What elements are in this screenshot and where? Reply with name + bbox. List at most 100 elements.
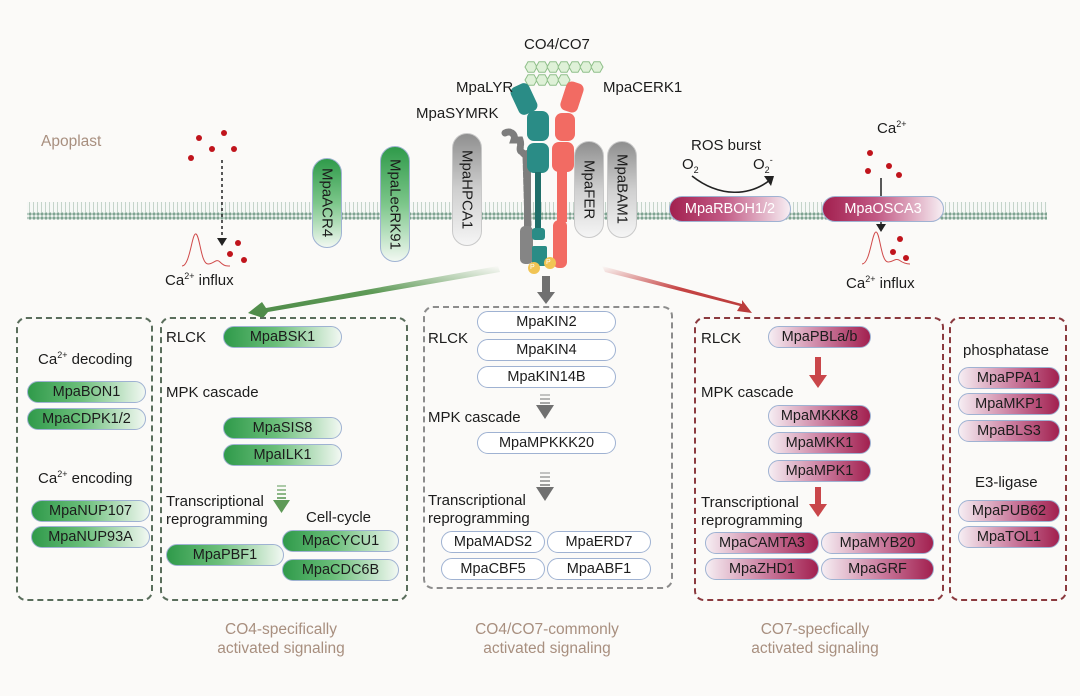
protein-cbf5[interactable]: MpaCBF5 — [441, 558, 545, 580]
protein-mads2[interactable]: MpaMADS2 — [441, 531, 545, 553]
common-tr-arrow — [536, 472, 554, 501]
protein-bsk1[interactable]: MpaBSK1 — [223, 326, 342, 348]
co4-signaling-arrow — [248, 266, 500, 318]
calcium-label-top: Ca2+ — [877, 119, 907, 137]
phosphatase-label: phosphatase — [963, 342, 1049, 359]
protein-pblab[interactable]: MpaPBLa/b — [768, 326, 871, 348]
lyr-receptor — [510, 83, 549, 266]
rboh-protein[interactable]: MpaRBOH1/2 — [669, 196, 791, 222]
common-mpk-arrow — [536, 394, 554, 419]
protein-kin4[interactable]: MpaKIN4 — [477, 339, 616, 361]
calcium-influx-label-right: Ca2+ influx — [846, 274, 915, 292]
hexagon — [568, 61, 582, 73]
calcium-panel — [16, 317, 153, 601]
lyr-label: MpaLYR — [456, 79, 514, 96]
lecrk91-protein[interactable]: MpaLecRK91 — [380, 146, 410, 262]
co4-mpk-label: MPK cascade — [166, 384, 259, 401]
protein-erd7[interactable]: MpaERD7 — [547, 531, 651, 553]
calcium-influx-arrowhead-right — [876, 224, 886, 232]
phospho-label-1: P — [530, 264, 535, 271]
protein-nup93a[interactable]: MpaNUP93A — [31, 526, 150, 548]
phosphorylation-sites — [528, 257, 556, 274]
hexagon — [524, 61, 538, 73]
bam1-protein[interactable]: MpaBAM1 — [607, 141, 637, 238]
protein-ilk1[interactable]: MpaILK1 — [223, 444, 342, 466]
common-tr-label-1: Transcriptional — [428, 492, 526, 509]
co7-panel — [694, 317, 944, 601]
co7-rlck-label: RLCK — [701, 330, 742, 347]
protein-camta3[interactable]: MpaCAMTA3 — [705, 532, 819, 554]
protein-grf[interactable]: MpaGRF — [821, 558, 934, 580]
symrk-receptor — [501, 128, 533, 264]
protein-mpk1[interactable]: MpaMPK1 — [768, 460, 871, 482]
protein-cdpk12[interactable]: MpaCDPK1/2 — [27, 408, 146, 430]
protein-kin2[interactable]: MpaKIN2 — [477, 311, 616, 333]
hexagon — [546, 61, 560, 73]
protein-mkk1[interactable]: MpaMKK1 — [768, 432, 871, 454]
protein-mkp1[interactable]: MpaMKP1 — [958, 393, 1060, 415]
osca3-label: MpaOSCA3 — [844, 201, 922, 217]
co4-cellcycle-label: Cell-cycle — [306, 509, 372, 526]
common-tr-label-2: reprogramming — [428, 510, 530, 527]
protein-pub62[interactable]: MpaPUB62 — [958, 500, 1060, 522]
ros-product: O2- — [753, 155, 773, 175]
protein-myb20[interactable]: MpaMYB20 — [821, 532, 934, 554]
hexagon — [524, 74, 538, 86]
e3-ligase-label: E3-ligase — [975, 474, 1038, 491]
rboh-label: MpaRBOH1/2 — [684, 201, 776, 217]
fer-protein[interactable]: MpaFER — [574, 141, 604, 238]
common-rlck-label: RLCK — [428, 330, 469, 347]
osca3-protein[interactable]: MpaOSCA3 — [822, 196, 944, 222]
hpca1-protein[interactable]: MpaHPCA1 — [452, 133, 482, 246]
common-panel — [423, 306, 673, 589]
protein-sis8[interactable]: MpaSIS8 — [223, 417, 342, 439]
acr4-label: MpaACR4 — [318, 168, 336, 238]
protein-mpkkk20[interactable]: MpaMPKKK20 — [477, 432, 616, 454]
protein-kin14b[interactable]: MpaKIN14B — [477, 366, 616, 388]
protein-nup107[interactable]: MpaNUP107 — [31, 500, 150, 522]
calcium-ions-right — [865, 150, 909, 261]
cerk1-label: MpaCERK1 — [603, 79, 683, 96]
co-oligosaccharide — [524, 61, 604, 86]
lecrk91-label: MpaLecRK91 — [386, 158, 404, 250]
hexagon — [579, 61, 593, 73]
ligand-label: CO4/CO7 — [524, 36, 590, 53]
co4-panel — [160, 317, 408, 601]
co7-tr-arrow — [809, 487, 827, 517]
protein-bls3[interactable]: MpaBLS3 — [958, 420, 1060, 442]
co4-tr-label-2: reprogramming — [166, 511, 268, 528]
protein-bon1[interactable]: MpaBON1 — [27, 381, 146, 403]
co7-signaling-arrow — [602, 266, 752, 313]
bam1-label: MpaBAM1 — [613, 154, 631, 225]
apoplast-label: Apoplast — [41, 133, 102, 150]
protein-pbf1[interactable]: MpaPBF1 — [166, 544, 284, 566]
co7-mpk-arrow — [809, 357, 827, 388]
protein-zhd1[interactable]: MpaZHD1 — [705, 558, 819, 580]
acr4-protein[interactable]: MpaACR4 — [312, 158, 342, 248]
ca-decoding-label: Ca2+ decoding — [38, 350, 133, 368]
protein-abf1[interactable]: MpaABF1 — [547, 558, 651, 580]
ros-burst-label: ROS burst — [691, 137, 762, 154]
hexagon — [535, 61, 549, 73]
ros-arrowhead — [764, 176, 774, 186]
protein-ppa1[interactable]: MpaPPA1 — [958, 367, 1060, 389]
protein-mkkk8[interactable]: MpaMKKK8 — [768, 405, 871, 427]
calcium-ions-left — [188, 130, 247, 263]
co7-tr-label-2: reprogramming — [701, 512, 803, 529]
fer-label: MpaFER — [580, 159, 598, 220]
co4-tr-arrow — [273, 485, 290, 513]
cerk1-receptor — [552, 81, 584, 268]
protein-cycu1[interactable]: MpaCYCU1 — [282, 530, 399, 552]
phospho-label-2: P — [546, 259, 551, 266]
protein-tol1[interactable]: MpaTOL1 — [958, 526, 1060, 548]
regulator-panel — [949, 317, 1067, 601]
hexagon — [546, 74, 560, 86]
hexagon — [535, 74, 549, 86]
common-signaling-arrow — [537, 276, 555, 304]
protein-cdc6b[interactable]: MpaCDC6B — [282, 559, 399, 581]
calcium-peak-curve-right — [861, 231, 911, 265]
calcium-influx-arrowhead-left — [217, 238, 227, 246]
